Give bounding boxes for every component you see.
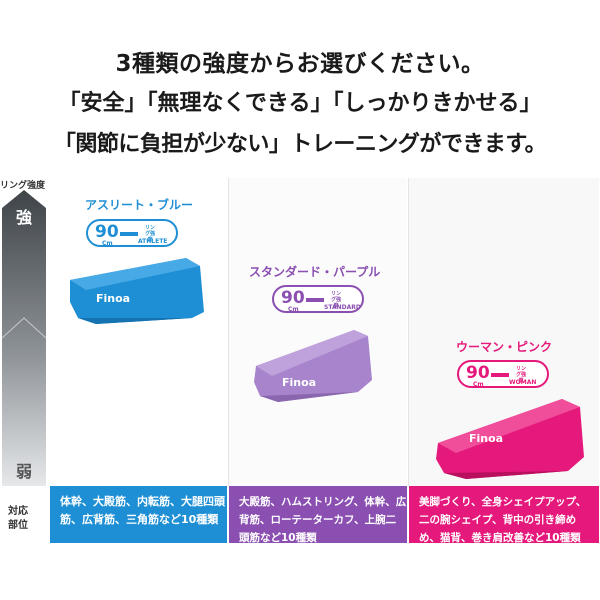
muscle-text-line: 美脚づくり、全身シェイプアップ、	[419, 496, 587, 508]
badge-length: 90	[466, 363, 490, 383]
length-badge-standard: 90 Cm リング強度 STANDARD	[272, 285, 364, 313]
band-name-woman: ウーマン・ピンク	[456, 340, 553, 354]
band-brand-athlete: Finoa	[96, 292, 131, 305]
badge-unit: Cm	[288, 306, 299, 313]
badge-unit: Cm	[473, 381, 484, 388]
badge-length: 90	[95, 222, 119, 242]
muscle-text-line: 大殿筋、ハムストリング、体幹、広	[239, 496, 407, 508]
badge-strength-en: ATHLETE	[138, 238, 168, 245]
band-image-standard	[254, 330, 372, 402]
badge-strength-jp: リング強度	[330, 291, 341, 309]
badge-strength-en: WOMAN	[509, 379, 537, 386]
strength-arrow-icon	[1, 190, 47, 486]
strength-strong-label: 強	[15, 208, 32, 227]
strength-scale-title: リング強度	[0, 181, 46, 191]
headline-line-1: 3種類の強度からお選びください。	[115, 51, 485, 77]
badge-strength-jp: リング強度	[144, 225, 155, 243]
target-area-label-line-1: 対応	[8, 506, 28, 517]
band-image-woman	[436, 399, 584, 479]
muscle-box-woman: 美脚づくり、全身シェイプアップ、 二の腕シェイプ、背中の引き締め め、猫背、巻き…	[409, 486, 599, 544]
column-divider	[408, 178, 409, 486]
band-image-athlete	[70, 258, 204, 324]
badge-strength-en: STANDARD	[324, 304, 361, 311]
length-badge-athlete: 90 Cm リング強度 ATHLETE	[86, 219, 178, 247]
badge-strength-jp: リング強度	[515, 366, 526, 384]
muscle-text-line: 頭筋など10種類	[239, 532, 317, 544]
muscle-text-line: 二の腕シェイプ、背中の引き締め	[419, 514, 577, 526]
strength-arrow: 強 弱	[1, 190, 47, 486]
badge-unit: Cm	[102, 240, 113, 247]
badge-bar	[491, 373, 509, 377]
muscle-text-line: 筋、広背筋、三角筋など10種類	[60, 513, 219, 526]
band-name-athlete: アスリート・ブルー	[85, 198, 194, 212]
column-divider	[228, 178, 229, 486]
headline-line-2: 「安全」「無理なくできる」「しっかりきかせる」	[58, 91, 542, 116]
band-brand-woman: Finoa	[469, 432, 504, 445]
muscle-text-line: 背筋、ローテーターカフ、上腕二	[239, 514, 397, 526]
muscle-text-line: め、猫背、巻き肩改善など10種類	[419, 532, 581, 544]
band-brand-standard: Finoa	[282, 376, 317, 389]
headline-line-3: 「関節に負担が少ない」トレーニングができます。	[53, 132, 547, 157]
length-badge-woman: 90 Cm リング強度 WOMAN	[457, 360, 549, 388]
muscle-box-standard: 大殿筋、ハムストリング、体幹、広 背筋、ローテーターカフ、上腕二 頭筋など10種…	[229, 486, 407, 544]
strength-weak-label: 弱	[15, 462, 32, 481]
column-standard	[229, 178, 407, 486]
badge-bar	[306, 298, 324, 302]
badge-bar	[120, 232, 138, 236]
badge-length: 90	[281, 288, 305, 308]
muscle-box-athlete: 体幹、大殿筋、内転筋、大腿四頭 筋、広背筋、三角筋など10種類	[50, 486, 227, 543]
band-name-standard: スタンダード・パープル	[249, 265, 381, 279]
target-area-label-line-2: 部位	[8, 520, 28, 531]
muscle-text-line: 体幹、大殿筋、内転筋、大腿四頭	[60, 495, 225, 508]
